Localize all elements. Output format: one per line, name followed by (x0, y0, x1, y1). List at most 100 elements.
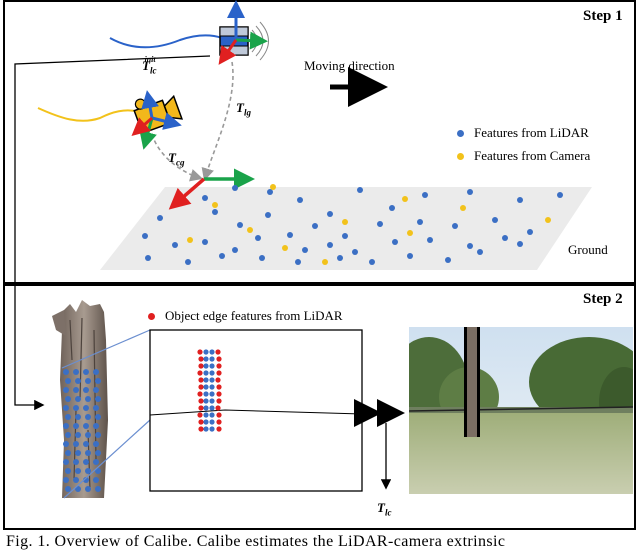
lidar-feature-point (492, 217, 498, 223)
trunk-point (85, 414, 91, 420)
trunk-point (93, 477, 99, 483)
edge-point (216, 426, 222, 432)
lidar-feature-point (502, 235, 508, 241)
inner-point (203, 370, 209, 376)
trunk-point (63, 423, 69, 429)
trunk-point (65, 450, 71, 456)
trunk-point (73, 405, 79, 411)
legend-edge: Object edge features from LiDAR (148, 308, 343, 324)
lidar-feature-point (232, 185, 238, 191)
tree-trunk (52, 300, 108, 498)
inner-point (203, 349, 209, 355)
camera-dot-icon (457, 152, 464, 160)
edge-point (216, 370, 222, 376)
lidar-feature-point (417, 219, 423, 225)
inner-point (209, 426, 215, 432)
figure-caption: Fig. 1. Overview of Calibe. Calibe estim… (6, 533, 506, 550)
trunk-point (95, 378, 101, 384)
trunk-point (83, 405, 89, 411)
edge-point (216, 356, 222, 362)
legend-camera: Features from Camera (457, 148, 590, 164)
trunk-point (63, 369, 69, 375)
trunk-point (85, 378, 91, 384)
horizon-line (149, 409, 363, 416)
lidar-feature-point (452, 223, 458, 229)
legend-lidar-label: Features from LiDAR (474, 125, 589, 140)
edge-dot-icon (148, 312, 155, 320)
inner-point (203, 356, 209, 362)
camera-feature-point (402, 196, 408, 202)
trunk-point (73, 387, 79, 393)
trunk-point (83, 477, 89, 483)
lidar-icon (218, 0, 269, 65)
lidar-feature-point (297, 197, 303, 203)
lidar-feature-point (219, 253, 225, 259)
lidar-feature-point (202, 195, 208, 201)
t-lc-label: Tlc (377, 500, 392, 518)
lidar-feature-point (327, 211, 333, 217)
trunk-point (75, 432, 81, 438)
camera-feature-point (282, 245, 288, 251)
trunk-point (95, 468, 101, 474)
trunk-point (75, 450, 81, 456)
trunk-point (83, 369, 89, 375)
lidar-feature-point (517, 241, 523, 247)
lidar-feature-point (352, 249, 358, 255)
step1-title: Step 1 (583, 8, 623, 24)
trunk-point (63, 441, 69, 447)
edge-point (216, 363, 222, 369)
t-lc-init-label: Tlcinit (142, 55, 157, 76)
lidar-feature-point (255, 235, 261, 241)
trunk-point (75, 486, 81, 492)
lidar-feature-point (527, 229, 533, 235)
lidar-feature-point (357, 187, 363, 193)
trunk-point (63, 477, 69, 483)
trunk-point (83, 441, 89, 447)
legend-lidar: Features from LiDAR (457, 125, 589, 141)
edge-point (198, 384, 204, 390)
trunk-point (85, 486, 91, 492)
trunk-point (73, 477, 79, 483)
lidar-feature-point (389, 205, 395, 211)
inner-point (203, 363, 209, 369)
trunk-point (93, 441, 99, 447)
trunk-point (93, 459, 99, 465)
lidar-feature-point (327, 242, 333, 248)
edge-point (215, 377, 221, 383)
camera-trajectory (37, 107, 141, 122)
inner-point (209, 412, 215, 418)
ground-frame-axes (168, 168, 255, 210)
trunk-point (73, 441, 79, 447)
lidar-feature-point (477, 249, 483, 255)
t-lg-arrow (201, 61, 234, 182)
edge-point (198, 356, 204, 362)
lidar-feature-point (287, 232, 293, 238)
edge-point (198, 363, 204, 369)
lidar-feature-point (145, 255, 151, 261)
edge-point (216, 391, 222, 397)
edge-point (198, 377, 204, 383)
camera-feature-point (460, 205, 466, 211)
trunk-point (85, 432, 91, 438)
trunk-point (95, 450, 101, 456)
camera-feature-point (342, 219, 348, 225)
t-cg-label: Tcg (168, 150, 185, 168)
edge-point (198, 398, 204, 404)
lidar-feature-point (185, 259, 191, 265)
moving-direction-label: Moving direction (304, 58, 395, 73)
trunk-point (73, 423, 79, 429)
camera-feature-point (212, 202, 218, 208)
lidar-feature-point (295, 259, 301, 265)
edge-point (197, 349, 203, 355)
trunk-point (95, 396, 101, 402)
lidar-feature-point (557, 192, 563, 198)
camera-feature-point (187, 237, 193, 243)
lidar-feature-point (342, 233, 348, 239)
inner-point (209, 349, 215, 355)
inner-point (203, 405, 209, 411)
inner-point (209, 398, 215, 404)
lidar-feature-point (142, 233, 148, 239)
legend-camera-label: Features from Camera (474, 148, 591, 163)
lidar-feature-point (422, 192, 428, 198)
trunk-point (83, 459, 89, 465)
